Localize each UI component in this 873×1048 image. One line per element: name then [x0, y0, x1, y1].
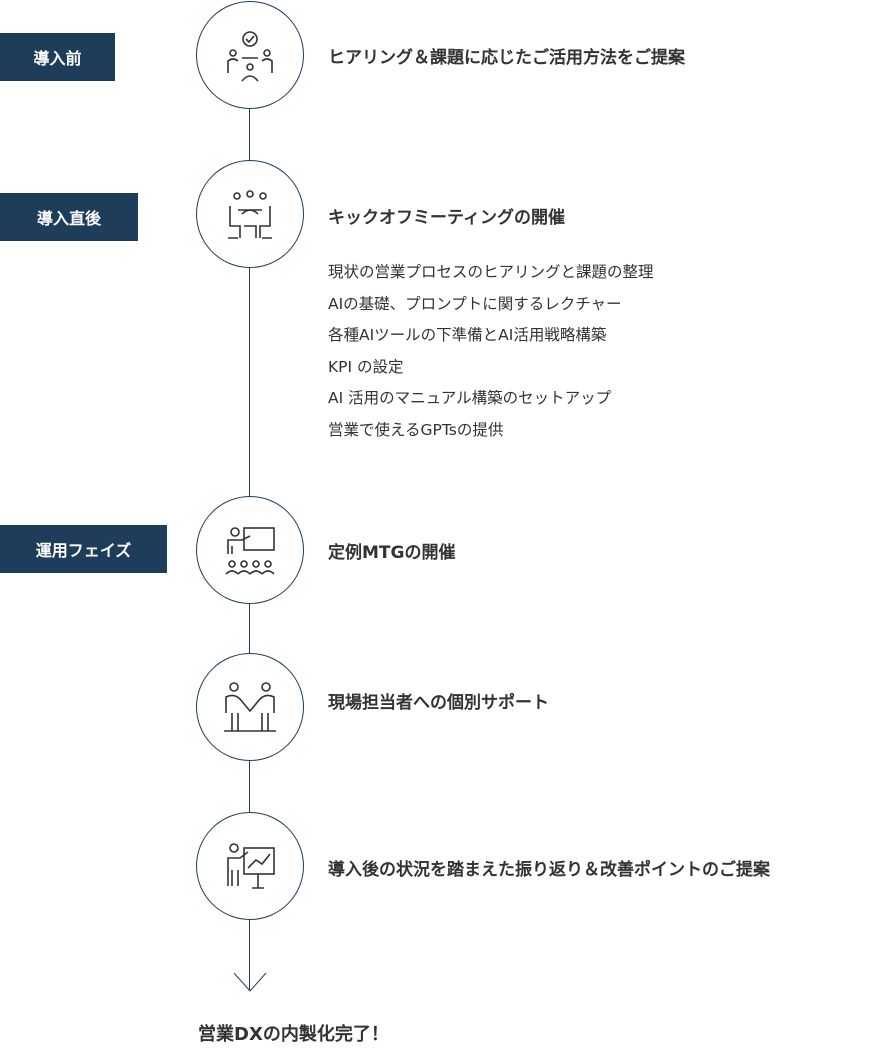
phase-label-pre: 導入前 [0, 33, 115, 81]
phase-label-kickoff: 導入直後 [0, 193, 138, 241]
list-item: 現状の営業プロセスのヒアリングと課題の整理 [328, 263, 654, 281]
final-goal-text: 営業DXの内製化完了！ [198, 1024, 389, 1045]
kickoff-meeting-icon [196, 160, 304, 268]
step-3-title: 定例MTGの開催 [328, 543, 456, 563]
step-5-title: 導入後の状況を踏まえた振り返り＆改善ポイントのご提案 [328, 860, 770, 880]
arrow-down-icon [233, 972, 267, 992]
kickoff-items-list: 現状の営業プロセスのヒアリングと課題の整理 AIの基礎、プロンプトに関するレクチ… [328, 257, 654, 447]
step-1-title: ヒアリング＆課題に応じたご活用方法をご提案 [328, 48, 685, 68]
step-2-title: キックオフミーティングの開催 [328, 208, 565, 228]
handshake-support-icon [196, 653, 304, 761]
list-item: KPI の設定 [328, 357, 404, 376]
meeting-check-icon [196, 1, 304, 109]
phase-label-operation: 運用フェイズ [0, 525, 167, 573]
list-item: AI 活用のマニュアル構築のセットアップ [328, 389, 612, 408]
growth-chart-presentation-icon [196, 812, 304, 920]
presentation-icon [196, 496, 304, 604]
list-item: 営業で使えるGPTsの提供 [328, 420, 504, 439]
step-4-title: 現場担当者への個別サポート [328, 693, 549, 713]
list-item: 各種AIツールの下準備とAI活用戦略構築 [328, 326, 607, 345]
list-item: AIの基礎、プロンプトに関するレクチャー [328, 294, 622, 313]
